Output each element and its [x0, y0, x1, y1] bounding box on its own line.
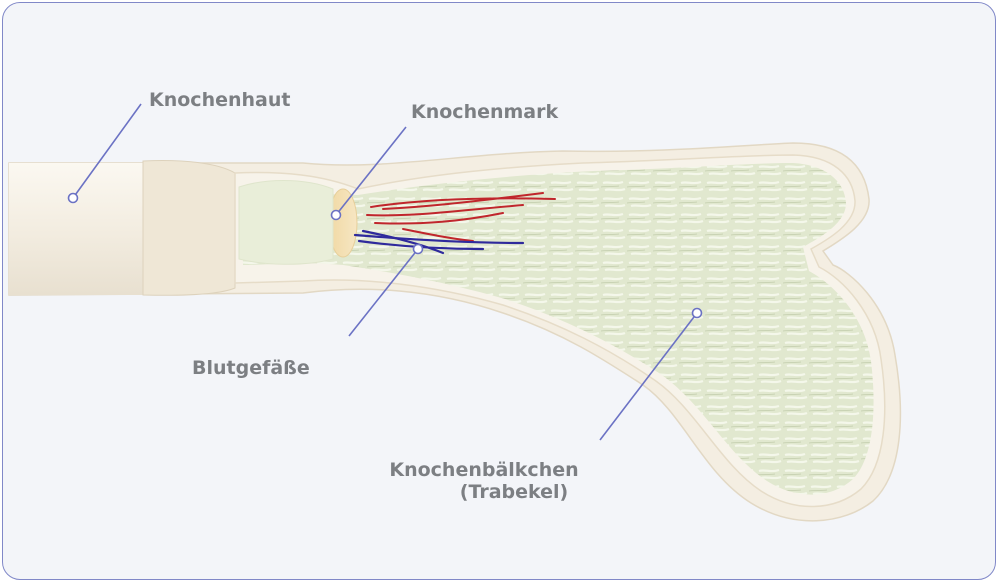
marker-marrow — [332, 211, 341, 220]
label-trabeculae-line1: Knochenbälkchen — [373, 459, 595, 481]
label-trabeculae: Knochenbälkchen (Trabekel) — [373, 459, 595, 503]
marker-trabeculae — [693, 309, 702, 318]
label-vessels: Blutgefäße — [192, 357, 310, 379]
marker-periosteum — [69, 194, 78, 203]
label-periosteum: Knochenhaut — [149, 89, 290, 111]
label-trabeculae-line2: (Trabekel) — [373, 481, 595, 503]
marker-vessels — [414, 245, 423, 254]
label-marrow: Knochenmark — [411, 101, 558, 123]
